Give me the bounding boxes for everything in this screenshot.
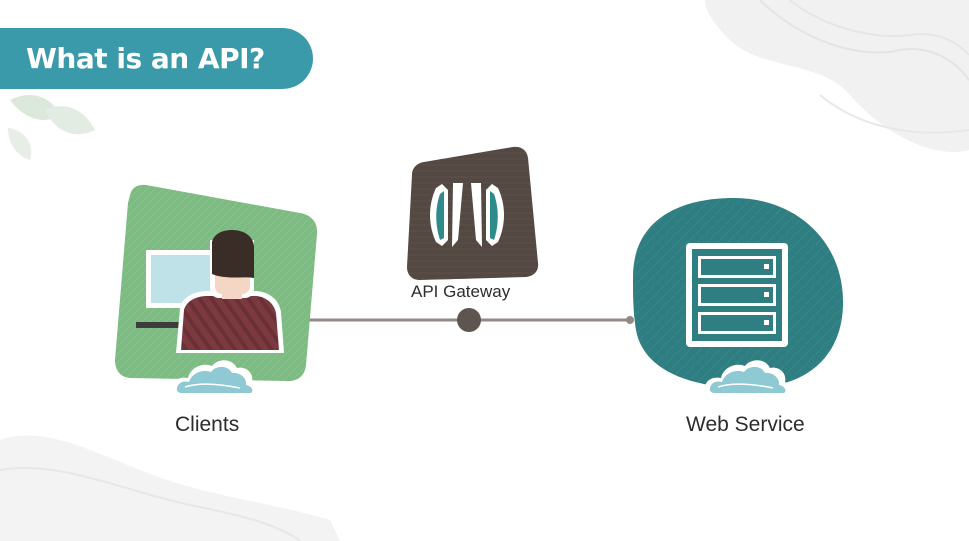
cloud-icon	[169, 360, 260, 396]
connector-end-right	[626, 316, 634, 324]
page-title: What is an API?	[26, 42, 265, 75]
clients-label: Clients	[175, 413, 240, 436]
gateway-label: API Gateway	[411, 282, 511, 301]
clients-card	[115, 184, 318, 396]
web-service-label: Web Service	[686, 413, 805, 436]
web-service-blob	[633, 198, 844, 396]
api-gateway-icon	[430, 183, 504, 247]
gateway-connector-node	[457, 308, 481, 332]
server-rack-icon	[686, 243, 788, 347]
title-banner: What is an API?	[0, 28, 313, 89]
leaf-decor-icon	[8, 95, 95, 160]
cloud-icon	[702, 360, 793, 396]
person-at-computer-icon	[136, 230, 284, 353]
gateway-card	[407, 146, 539, 280]
